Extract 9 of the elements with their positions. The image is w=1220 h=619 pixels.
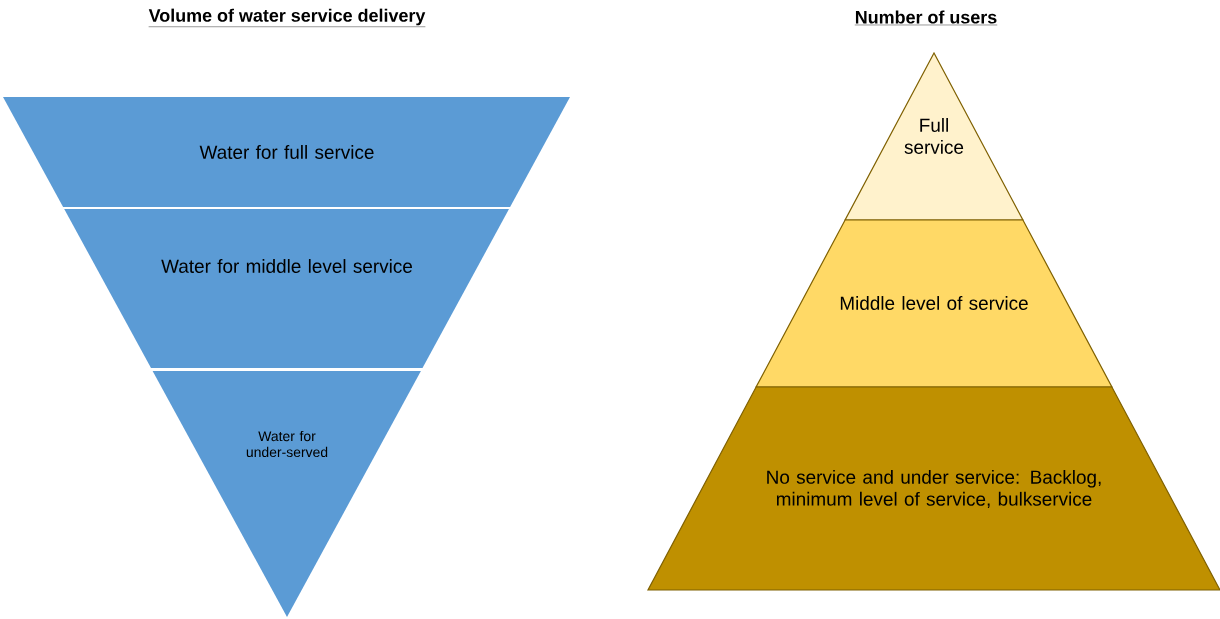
node-label: Water for full service bbox=[199, 145, 374, 159]
band: Water for under-served bbox=[152, 371, 421, 617]
heading: Volume of water service delivery bbox=[148, 8, 426, 27]
heading: Number of users bbox=[854, 10, 998, 26]
node-label: Water for middle level service bbox=[161, 259, 413, 273]
band: Middle level of service bbox=[755, 219, 1113, 388]
band: Water for middle level service bbox=[64, 209, 509, 368]
band: Water for full service bbox=[3, 97, 570, 207]
band: No service and under service: Backlog, minimum level of service, bulkservice bbox=[647, 386, 1220, 591]
